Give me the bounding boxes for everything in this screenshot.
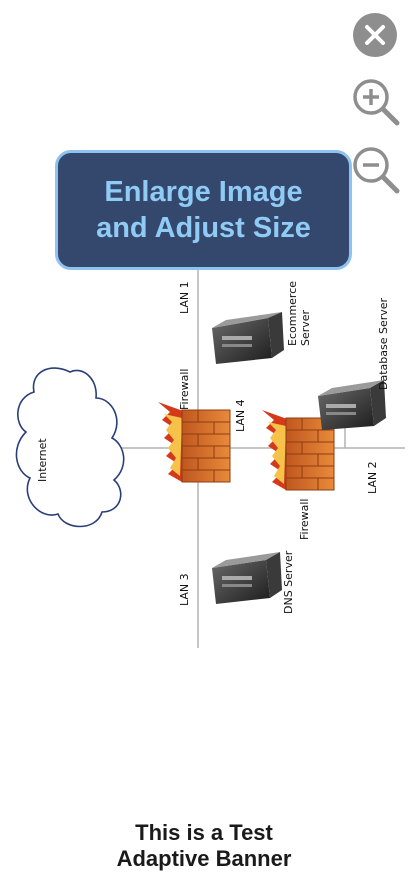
- lan4-label: LAN 4: [234, 399, 247, 432]
- zoom-in-button[interactable]: [350, 76, 402, 128]
- lan1-label: LAN 1: [178, 281, 191, 314]
- firewall-right-label: Firewall: [298, 499, 311, 540]
- close-button[interactable]: [352, 12, 398, 58]
- lan2-label: LAN 2: [366, 461, 379, 494]
- enlarge-image-panel[interactable]: Enlarge Image and Adjust Size: [55, 150, 352, 270]
- zoom-in-icon: [353, 79, 400, 126]
- zoom-out-button[interactable]: [350, 144, 402, 196]
- zoom-out-icon: [353, 147, 400, 194]
- firewall-icon: [158, 402, 231, 483]
- ecommerce-label: Ecommerce Server: [286, 277, 312, 346]
- internet-label: Internet: [36, 438, 49, 482]
- dns-label: DNS Server: [282, 550, 295, 614]
- firewall-left-label: Firewall: [178, 369, 191, 410]
- server-icon: [318, 380, 386, 430]
- network-diagram: Internet Firewall: [15, 240, 405, 648]
- close-icon: [353, 13, 397, 57]
- image-viewer[interactable]: Internet Firewall: [0, 0, 408, 800]
- lan3-label: LAN 3: [178, 573, 191, 606]
- firewall-icon: [262, 410, 335, 491]
- enlarge-image-text: Enlarge Image and Adjust Size: [96, 176, 311, 244]
- server-icon: [212, 312, 284, 364]
- cloud-icon: [15, 367, 125, 528]
- server-icon: [212, 552, 282, 604]
- adaptive-banner[interactable]: This is a Test Adaptive Banner: [116, 820, 292, 871]
- database-label: Database Server: [377, 297, 390, 390]
